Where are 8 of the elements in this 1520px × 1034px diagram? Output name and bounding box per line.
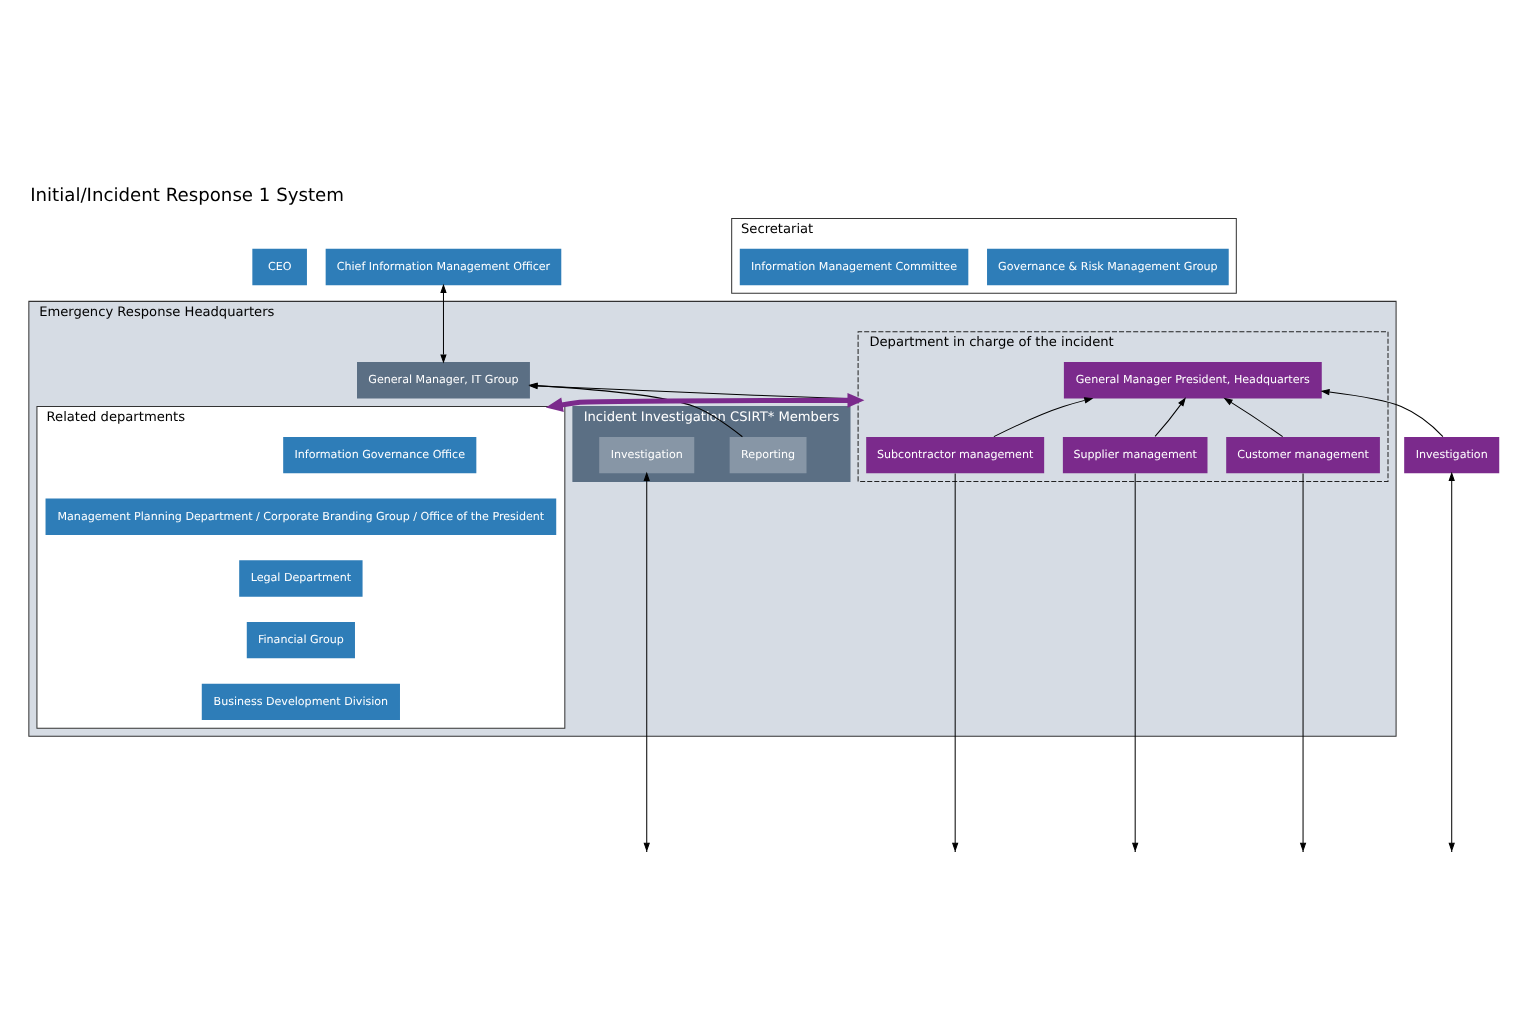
arrow bbox=[440, 283, 447, 364]
arrow bbox=[1320, 388, 1444, 438]
arrow bbox=[1223, 397, 1284, 438]
arrow bbox=[545, 392, 865, 413]
arrow bbox=[1154, 397, 1186, 437]
arrow bbox=[1299, 472, 1307, 852]
diagram-title: Initial/Incident Response 1 System bbox=[30, 186, 345, 207]
arrow bbox=[993, 397, 1094, 438]
